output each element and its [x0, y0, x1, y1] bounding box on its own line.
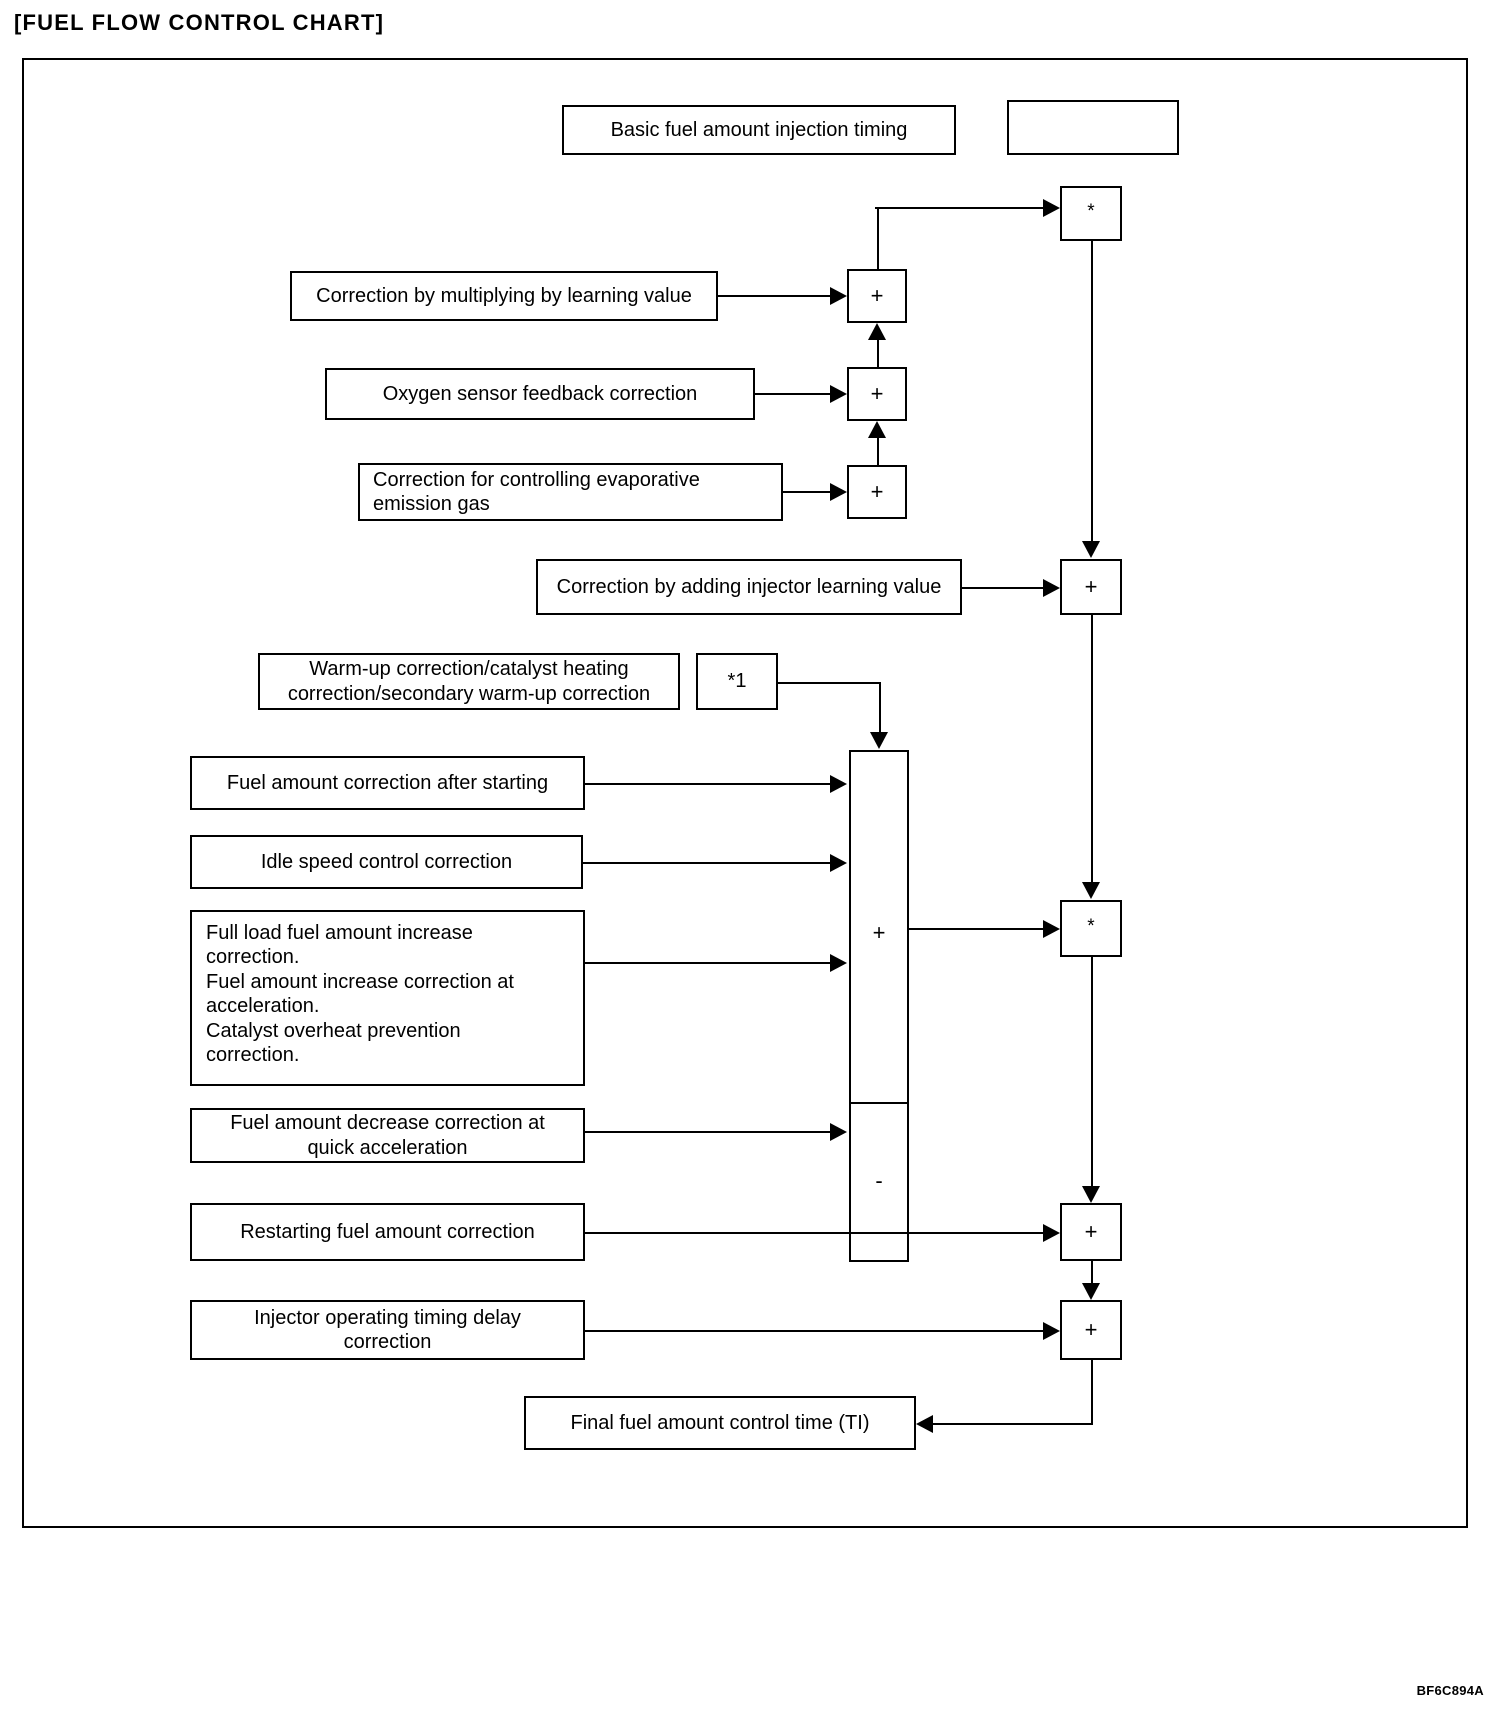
edge-idle-to-sum: [583, 862, 830, 864]
edge-evaporative-to-plus: [783, 491, 830, 493]
operator-sum-minus: -: [875, 1168, 883, 1193]
arrowhead-sum-to-multiply-mid: [1043, 920, 1060, 938]
node-injector-operating-timing-delay-correction: Injector operating timing delay correcti…: [190, 1300, 585, 1360]
page-title: [FUEL FLOW CONTROL CHART]: [14, 10, 385, 35]
node-oxygen-sensor-feedback-correction: Oxygen sensor feedback correction: [325, 368, 755, 420]
arrowhead-into-plus-delay: [1082, 1283, 1100, 1300]
edge-star1-down: [879, 682, 881, 732]
arrowhead-injector-learning-to-plus: [1043, 579, 1060, 597]
edge-sum-to-multiply-mid: [909, 928, 1043, 930]
node-basic-fuel-amount-injection-timing: Basic fuel amount injection timing: [562, 105, 956, 155]
arrowhead-into-final-box: [916, 1415, 933, 1433]
operator-multiply-top: *: [1060, 186, 1122, 241]
arrowhead-evap-plus-to-o2-plus: [868, 421, 886, 438]
edge-evap-plus-to-o2-plus: [877, 438, 879, 465]
edge-injector-learning-to-plus: [962, 587, 1043, 589]
edge-restart-to-plus: [585, 1232, 1043, 1234]
watermark-code: BF6C894A: [1416, 1683, 1484, 1698]
arrowhead-delay-to-plus: [1043, 1322, 1060, 1340]
arrowhead-restart-to-plus: [1043, 1224, 1060, 1242]
arrowhead-after-starting-to-sum: [830, 775, 847, 793]
operator-plus-restart: +: [1060, 1203, 1122, 1261]
arrowhead-evaporative-to-plus: [830, 483, 847, 501]
operator-sum-plus: +: [872, 920, 886, 945]
summation-divider: [851, 1102, 907, 1104]
node-final-fuel-amount-control-time: Final fuel amount control time (TI): [524, 1396, 916, 1450]
node-warm-up-correction: Warm-up correction/catalyst heating corr…: [258, 653, 680, 710]
operator-plus-learning: +: [847, 269, 907, 323]
node-fuel-amount-correction-after-starting: Fuel amount correction after starting: [190, 756, 585, 810]
edge-learning-plus-right: [875, 207, 1043, 209]
arrowhead-o2-plus-to-learning-plus: [868, 323, 886, 340]
edge-star1-right: [778, 682, 881, 684]
arrowhead-into-multiply-top: [1043, 199, 1060, 217]
node-blank: [1007, 100, 1179, 155]
edge-multiply-top-down: [1091, 241, 1093, 541]
operator-plus-evaporative: +: [847, 465, 907, 519]
arrowhead-oxygen-to-plus: [830, 385, 847, 403]
edge-to-final-box: [933, 1423, 1093, 1425]
node-fuel-amount-decrease-correction-at-quick-acceleration: Fuel amount decrease correction at quick…: [190, 1108, 585, 1163]
arrowhead-into-multiply-mid: [1082, 882, 1100, 899]
node-correction-for-controlling-evaporative-emission-gas: Correction for controlling evaporative e…: [358, 463, 783, 521]
edge-o2-plus-to-learning-plus: [877, 340, 879, 367]
summation-column: + -: [849, 750, 909, 1262]
edge-decrease-to-minus: [585, 1131, 830, 1133]
edge-multiply-mid-down: [1091, 957, 1093, 1186]
operator-plus-injector-learning: +: [1060, 559, 1122, 615]
arrowhead-idle-to-sum: [830, 854, 847, 872]
edge-delay-to-plus: [585, 1330, 1043, 1332]
node-restarting-fuel-amount-correction: Restarting fuel amount correction: [190, 1203, 585, 1261]
edge-plus-delay-down: [1091, 1360, 1093, 1423]
node-star1-marker: *1: [696, 653, 778, 710]
diagram-frame: [22, 58, 1468, 1528]
edge-learning-to-plus: [718, 295, 830, 297]
arrowhead-fullload-to-sum: [830, 954, 847, 972]
arrowhead-into-plus-injector: [1082, 541, 1100, 558]
edge-fullload-to-sum: [585, 962, 830, 964]
node-idle-speed-control-correction: Idle speed control correction: [190, 835, 583, 889]
node-correction-by-adding-injector-learning-value: Correction by adding injector learning v…: [536, 559, 962, 615]
arrowhead-into-plus-restart: [1082, 1186, 1100, 1203]
operator-plus-oxygen: +: [847, 367, 907, 421]
arrowhead-decrease-to-minus: [830, 1123, 847, 1141]
edge-plus-injector-down: [1091, 615, 1093, 882]
edge-after-starting-to-sum: [585, 783, 830, 785]
edge-oxygen-to-plus: [755, 393, 830, 395]
arrowhead-star1-into-sum: [870, 732, 888, 749]
operator-plus-delay: +: [1060, 1300, 1122, 1360]
node-full-load-fuel-amount-increase-correction: Full load fuel amount increase correctio…: [190, 910, 585, 1086]
edge-plus-restart-down: [1091, 1261, 1093, 1283]
arrowhead-learning-to-plus: [830, 287, 847, 305]
operator-multiply-mid: *: [1060, 900, 1122, 957]
edge-learning-plus-up: [877, 207, 879, 271]
node-correction-by-multiplying-by-learning-value: Correction by multiplying by learning va…: [290, 271, 718, 321]
